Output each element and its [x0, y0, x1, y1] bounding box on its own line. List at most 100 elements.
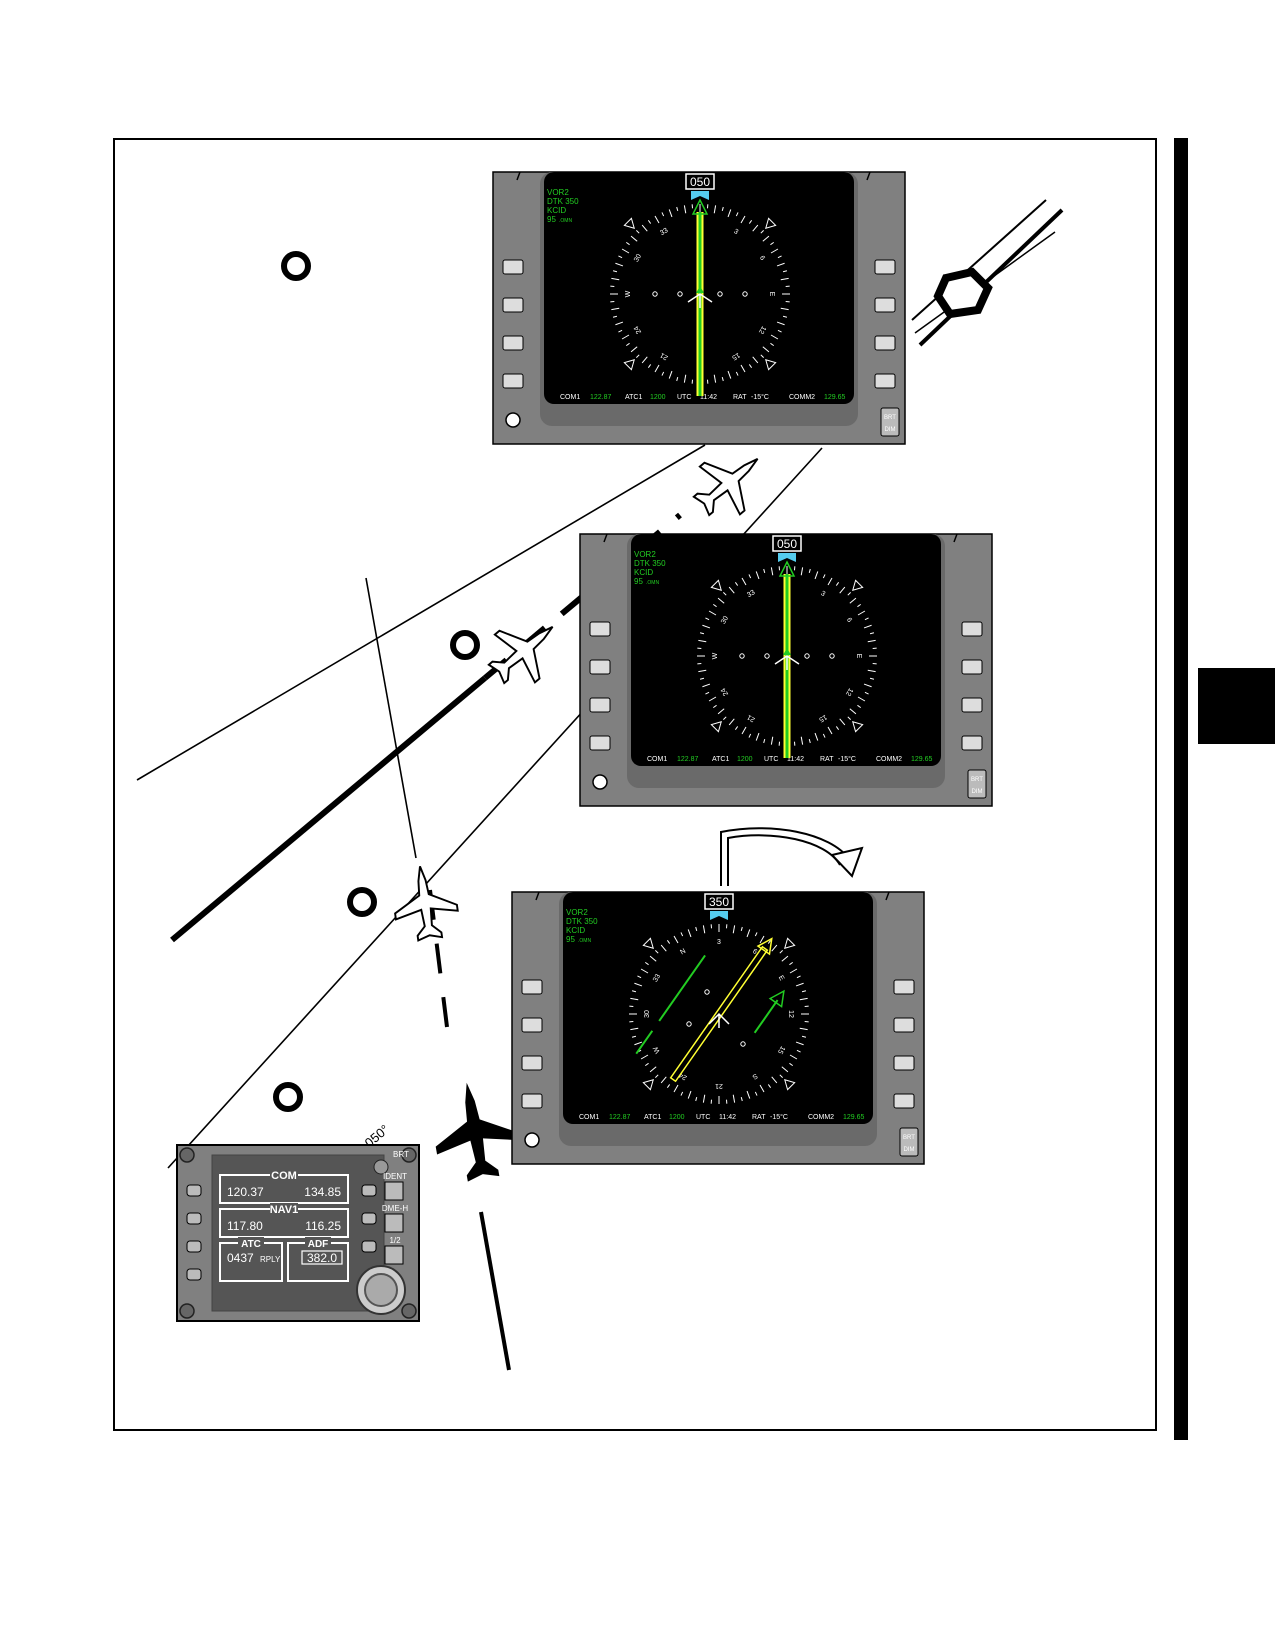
compass-tick — [654, 364, 660, 373]
mfd-line-key-left[interactable] — [502, 297, 524, 313]
com1-value: 122.87 — [590, 394, 612, 401]
rat-label: RAT — [820, 756, 834, 763]
compass-tick — [661, 371, 665, 376]
line-key-l4[interactable] — [186, 1268, 202, 1281]
to-arrow-icon — [691, 198, 709, 215]
compass-label: 12 — [844, 687, 854, 697]
compass-tick — [800, 736, 804, 745]
compass-tick — [732, 925, 736, 934]
mfd-line-key-right[interactable] — [893, 1093, 915, 1109]
compass-tick — [755, 571, 760, 580]
comm2-value: 129.65 — [911, 756, 933, 763]
mfd-line-key-left[interactable] — [502, 259, 524, 275]
position-markers — [273, 251, 480, 1112]
atc1-value: 1200 — [669, 1114, 685, 1121]
brt-dim-rocker[interactable] — [880, 407, 900, 437]
mfd-line-key-right[interactable] — [893, 1055, 915, 1071]
deviation-dot — [686, 1021, 692, 1027]
distance-unit: .OMN — [578, 938, 591, 944]
compass-tick — [789, 1054, 798, 1060]
mfd-line-key-right[interactable] — [961, 735, 983, 751]
compass-tick — [735, 212, 739, 217]
compass-tick — [754, 1091, 758, 1096]
compass-tick — [712, 704, 717, 709]
turn-track-dashed — [428, 889, 450, 1036]
desired-track-label: DTK 350 — [566, 917, 598, 926]
compass-tick — [762, 346, 770, 353]
compass-tick — [717, 708, 725, 715]
mfd-line-key-left[interactable] — [502, 373, 524, 389]
mfd-line-key-left[interactable] — [521, 1055, 543, 1071]
compass-tick — [630, 235, 638, 242]
deviation-dot — [717, 291, 723, 297]
compass-tick — [723, 592, 727, 596]
heading-bug-icon — [778, 553, 796, 562]
mfd-line-key-right[interactable] — [961, 659, 983, 675]
line-key-r2[interactable] — [361, 1212, 377, 1225]
compass-tick — [660, 944, 667, 952]
compass-tick — [814, 571, 819, 580]
mfd-screen — [563, 892, 873, 1124]
compass-tick — [770, 248, 779, 254]
mfd-line-key-right[interactable] — [961, 621, 983, 637]
line-key-r1[interactable] — [361, 1184, 377, 1197]
line-key-l1[interactable] — [186, 1184, 202, 1197]
compass-tick — [839, 718, 846, 726]
compass-tick — [630, 346, 638, 353]
aircraft-icon-1 — [680, 433, 779, 531]
mfd-line-key-right[interactable] — [961, 697, 983, 713]
mfd-line-key-left[interactable] — [589, 697, 611, 713]
deviation-dot — [740, 1041, 746, 1047]
compass-tick — [611, 307, 620, 311]
compass-tick — [770, 342, 775, 347]
mfd-line-key-left[interactable] — [521, 1093, 543, 1109]
compass-tick — [748, 733, 752, 738]
mfd-line-key-right[interactable] — [874, 335, 896, 351]
ident-button[interactable] — [384, 1181, 404, 1201]
compass-tick — [748, 219, 753, 224]
atc1-label: ATC1 — [644, 1114, 661, 1121]
compass-tick — [799, 997, 808, 1001]
mfd-line-key-right[interactable] — [893, 979, 915, 995]
compass-tick — [695, 1096, 698, 1102]
utc-value: 11:42 — [700, 394, 717, 401]
mfd-line-key-right[interactable] — [874, 297, 896, 313]
position-marker-4 — [273, 1082, 303, 1112]
mfd-line-key-left[interactable] — [521, 979, 543, 995]
bearing-triangle-icon — [642, 937, 654, 949]
aircraft-symbol-icon — [774, 655, 800, 670]
compass-label: 6 — [845, 617, 853, 624]
half-button[interactable] — [384, 1245, 404, 1265]
line-key-r3[interactable] — [361, 1240, 377, 1253]
brt-dim-rocker[interactable] — [967, 769, 987, 799]
mfd-line-key-left[interactable] — [589, 621, 611, 637]
mfd-line-key-left[interactable] — [502, 335, 524, 351]
compass-label: 15 — [776, 1045, 786, 1055]
bearing-triangle-icon — [710, 579, 722, 591]
compass-tick — [781, 1066, 789, 1073]
mfd-line-key-right[interactable] — [874, 373, 896, 389]
compass-label: 33 — [652, 973, 662, 983]
dme-button[interactable] — [384, 1213, 404, 1233]
brt-knob[interactable] — [373, 1159, 389, 1175]
brt-dim-rocker[interactable] — [899, 1127, 919, 1157]
tuning-knob-inner[interactable] — [364, 1273, 398, 1307]
heading-readout: 050 — [685, 173, 715, 200]
compass-tick — [827, 577, 833, 586]
mfd-line-key-right[interactable] — [893, 1017, 915, 1033]
compass-label: W — [652, 1045, 662, 1055]
line-key-l3[interactable] — [186, 1240, 202, 1253]
compass-tick — [867, 669, 876, 673]
desired-track-label: DTK 350 — [634, 559, 666, 568]
com-title: COM — [271, 1170, 297, 1182]
rat-label: RAT — [752, 1114, 766, 1121]
mfd-line-key-right[interactable] — [874, 259, 896, 275]
compass-tick — [630, 997, 639, 1001]
mfd-line-key-left[interactable] — [521, 1017, 543, 1033]
mfd-line-key-left[interactable] — [589, 659, 611, 675]
line-key-l2[interactable] — [186, 1212, 202, 1225]
compass-tick — [804, 1005, 809, 1008]
compass-tick — [748, 574, 752, 579]
turn-arrow — [720, 827, 864, 886]
mfd-line-key-left[interactable] — [589, 735, 611, 751]
